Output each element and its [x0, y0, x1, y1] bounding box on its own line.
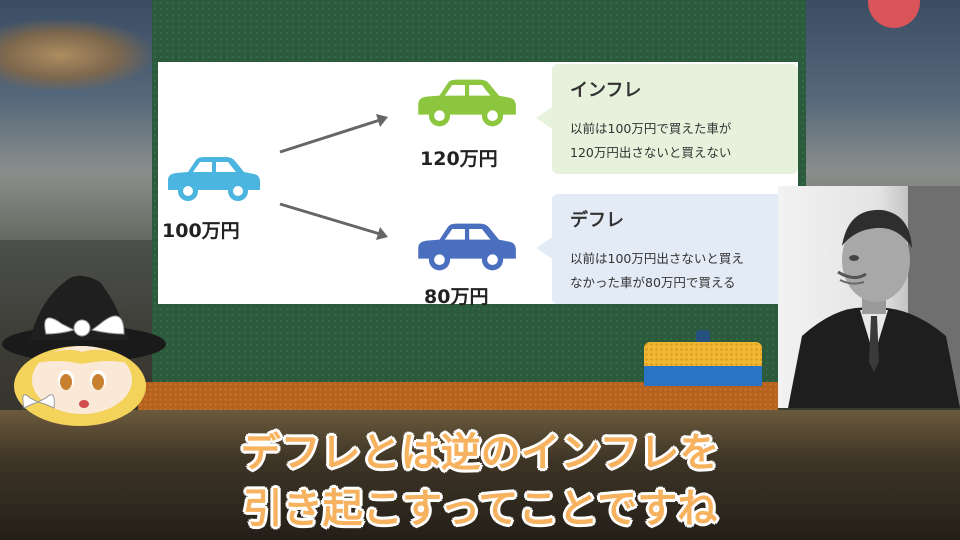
deflation-title: デフレ — [570, 210, 624, 231]
car-icon-origin — [168, 157, 260, 201]
inflation-bubble: インフレ 以前は100万円で買えた車が 120万円出さないと買えない — [552, 64, 798, 174]
car-icon-deflation — [418, 223, 516, 271]
ground — [0, 410, 960, 540]
yukkuri-marisa-icon — [2, 275, 166, 426]
inflation-line-2: 120万円出さないと買えない — [570, 145, 732, 160]
inflation-price: 120万円 — [420, 148, 498, 170]
portrait-photo — [778, 186, 960, 408]
origin-price: 100万円 — [162, 220, 240, 242]
inflation-line-1: 以前は100万円で買えた車が — [570, 121, 732, 136]
arrows — [279, 114, 388, 240]
subtitle-line-1: デフレとは逆のインフレを — [240, 430, 720, 476]
eraser-icon — [644, 330, 762, 386]
bubble-tail-inflation — [536, 106, 554, 130]
cloud — [0, 20, 150, 90]
bubble-tail-deflation — [536, 236, 554, 260]
deflation-price: 80万円 — [424, 286, 489, 308]
car-icon-inflation — [418, 79, 516, 127]
slide-panel: 100万円 120万円 80万円 インフレ 以前は100万円で買えた車が 120… — [158, 62, 798, 308]
chalk-ledge — [138, 382, 778, 410]
deflation-line-2: なかった車が80万円で買える — [570, 275, 736, 290]
inflation-title: インフレ — [570, 80, 642, 101]
deflation-bubble: デフレ 以前は100万円出さないと買え なかった車が80万円で買える — [552, 194, 798, 304]
deflation-line-1: 以前は100万円出さないと買え — [570, 251, 744, 266]
subtitle-line-2: 引き起こすってことですね — [242, 486, 718, 532]
